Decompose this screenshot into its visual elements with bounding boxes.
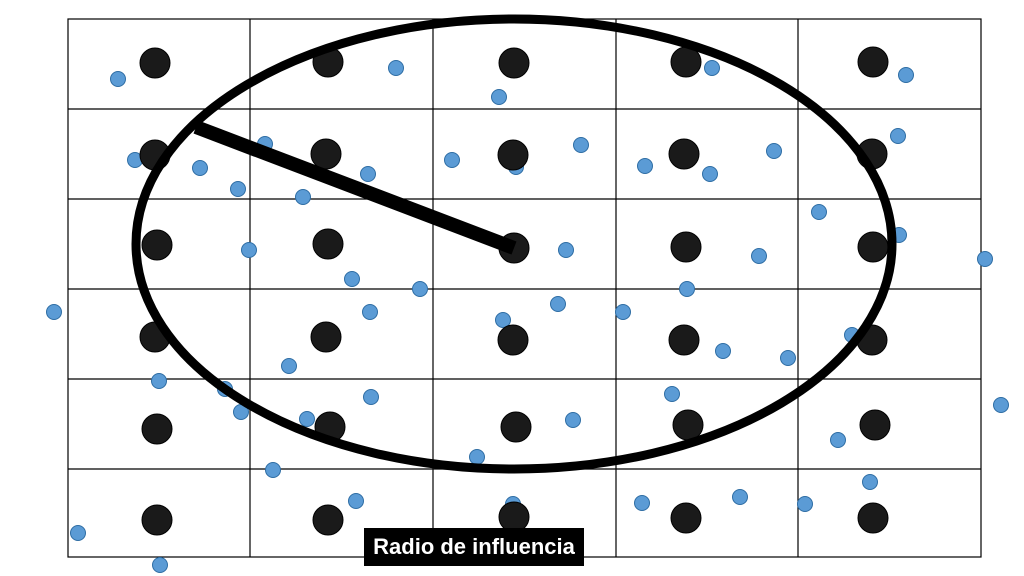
sample-point [299,411,315,427]
sample-point [637,158,653,174]
station-point [310,138,342,170]
caption-label: Radio de influencia [364,528,584,566]
sample-point [281,358,297,374]
station-point [668,324,700,356]
station-point [141,413,173,445]
station-point [498,47,530,79]
grid [67,18,982,558]
sample-point [715,343,731,359]
sample-point [993,397,1009,413]
sample-point [811,204,827,220]
sample-point [732,489,748,505]
station-point [141,504,173,536]
sample-point [550,296,566,312]
sample-point [412,281,428,297]
sample-point [491,89,507,105]
sample-point [110,71,126,87]
sample-point [664,386,680,402]
station-points [139,46,891,536]
grid-border [67,18,982,558]
influence-ellipse [131,14,897,474]
station-point [139,47,171,79]
sample-point [766,143,782,159]
sample-point [344,271,360,287]
station-point [141,229,173,261]
sample-point [241,242,257,258]
sample-point [230,181,246,197]
station-point [857,502,889,534]
sample-point [615,304,631,320]
sample-point [295,189,311,205]
station-point [672,409,704,441]
sample-point [46,304,62,320]
sample-point [360,166,376,182]
station-point [497,324,529,356]
station-point [312,504,344,536]
station-point [670,231,702,263]
sample-point [265,462,281,478]
sample-point [363,389,379,405]
station-point [497,139,529,171]
sample-point [702,166,718,182]
sample-point [797,496,813,512]
station-point [857,46,889,78]
station-point [670,502,702,534]
sample-point [192,160,208,176]
sample-point [780,350,796,366]
sample-point [469,449,485,465]
station-point [310,321,342,353]
station-point [668,138,700,170]
sample-point [152,557,168,573]
sample-point [890,128,906,144]
sample-point [634,495,650,511]
station-point [857,231,889,263]
sample-point [573,137,589,153]
sample-point [679,281,695,297]
sample-point [70,525,86,541]
sample-point [362,304,378,320]
sample-point [558,242,574,258]
sample-point [151,373,167,389]
radius-line [193,120,517,255]
station-point [312,228,344,260]
sample-points [46,60,1009,573]
sample-point [388,60,404,76]
sample-point [898,67,914,83]
sample-point [444,152,460,168]
station-point [500,411,532,443]
sample-point [348,493,364,509]
sample-point [704,60,720,76]
sample-point [977,251,993,267]
station-point [859,409,891,441]
sample-point [565,412,581,428]
sample-point [862,474,878,490]
sample-point [495,312,511,328]
sample-point [751,248,767,264]
sample-point [830,432,846,448]
